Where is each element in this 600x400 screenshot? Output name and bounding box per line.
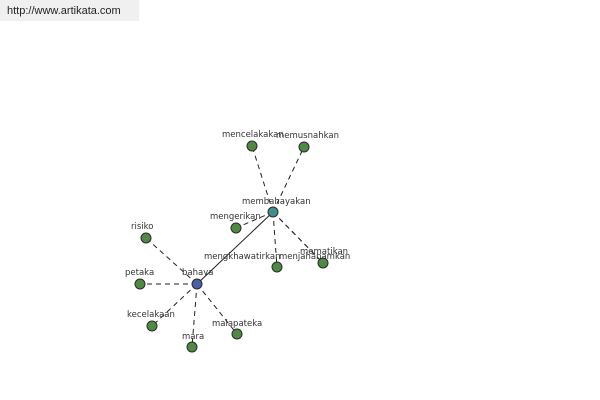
node-bahaya[interactable] xyxy=(191,278,203,290)
node-menjahanamkan[interactable] xyxy=(317,257,329,269)
graph-edges xyxy=(140,145,324,348)
edge-membahayakan-mencelakakan xyxy=(251,145,274,213)
node-mara[interactable] xyxy=(186,341,198,353)
node-malapateka[interactable] xyxy=(231,328,243,340)
node-memusnahkan[interactable] xyxy=(298,141,310,153)
node-kecelakaan[interactable] xyxy=(146,320,158,332)
edge-membahayakan-mengerikan xyxy=(235,211,274,229)
node-mengkhawatirkan[interactable] xyxy=(271,261,283,273)
node-petaka[interactable] xyxy=(134,278,146,290)
label-kecelakaan[interactable]: kecelakaan xyxy=(127,310,175,320)
label-mematikan[interactable]: mematikan xyxy=(300,247,348,257)
node-mencelakakan[interactable] xyxy=(246,140,258,152)
edge-membahayakan-mengkhawatirkan xyxy=(272,211,278,268)
edge-bahaya-kecelakaan xyxy=(151,283,198,327)
label-memusnahkan[interactable]: memusnahkan xyxy=(276,131,339,141)
edge-bahaya-malapateka xyxy=(196,283,238,335)
edge-bahaya-membahayakan xyxy=(196,211,274,285)
label-malapateka[interactable]: malapateka xyxy=(212,319,262,329)
label-mengerikan[interactable]: mengerikan xyxy=(210,212,261,222)
label-mengkhawatirkan[interactable]: mengkhawatirkan xyxy=(204,252,281,262)
graph-labels: bahaya membahayakan mencelakakanmemusnahka… xyxy=(125,130,350,342)
label-mara[interactable]: mara xyxy=(182,332,204,342)
node-mengerikan[interactable] xyxy=(230,222,242,234)
label-mencelakakan[interactable]: mencelakakan xyxy=(222,130,284,140)
edge-bahaya-risiko xyxy=(145,237,198,285)
edge-membahayakan-mematikan xyxy=(272,211,324,264)
edge-membahayakan-memusnahkan xyxy=(272,146,305,213)
node-risiko[interactable] xyxy=(140,232,152,244)
source-url[interactable]: http://www.artikata.com xyxy=(0,0,139,21)
graph-nodes xyxy=(134,140,329,353)
edge-bahaya-mara xyxy=(191,283,198,348)
node-membahayakan[interactable] xyxy=(267,206,279,218)
label-menjahanamkan[interactable]: menjahanamkan xyxy=(279,252,350,262)
label-risiko[interactable]: risiko xyxy=(131,222,153,232)
label-membahayakan[interactable]: membahayakan xyxy=(242,197,311,207)
label-petaka[interactable]: petaka xyxy=(125,268,154,278)
label-bahaya[interactable]: bahaya xyxy=(182,268,213,278)
